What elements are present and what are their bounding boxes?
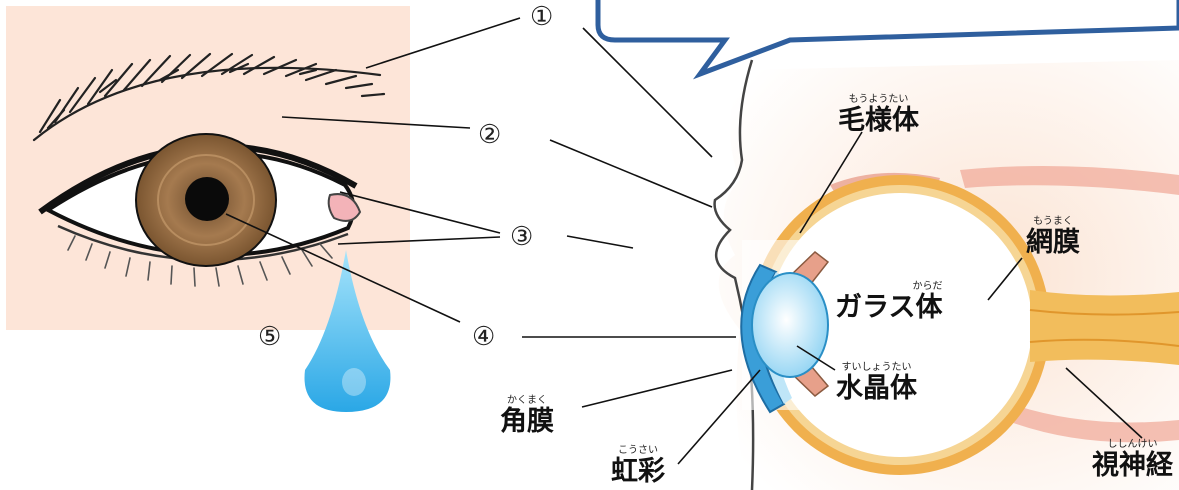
- leader-2-profile: [550, 140, 712, 207]
- text-iris: 虹彩: [611, 458, 665, 485]
- label-retina: もうまく 網膜: [1026, 217, 1080, 256]
- label-optic-nerve: ししんけい 視神経: [1092, 440, 1173, 479]
- label-lens: すいしょうたい 水晶体: [836, 363, 917, 402]
- label-cornea: かくまく 角膜: [500, 396, 554, 435]
- label-vitreous-body: からだ ガラス体: [835, 282, 942, 321]
- pupil: [185, 177, 229, 221]
- tear-highlight: [342, 368, 366, 396]
- text-vitreous-body: ガラス体: [835, 294, 942, 321]
- text-ciliary-body: 毛様体: [838, 107, 919, 134]
- leader-1-brow-profile: [583, 28, 712, 157]
- text-optic-nerve: 視神経: [1092, 452, 1173, 479]
- text-retina: 網膜: [1026, 229, 1080, 256]
- ruby-vitreous-body: からだ: [835, 282, 942, 292]
- leader-cornea: [582, 370, 732, 407]
- ruby-optic-nerve: ししんけい: [1092, 440, 1173, 450]
- marker-5: ⑤: [258, 324, 281, 350]
- marker-4: ④: [472, 324, 495, 350]
- ruby-ciliary-body: もうようたい: [838, 95, 919, 105]
- text-lens: 水晶体: [836, 375, 917, 402]
- leader-3-profile: [567, 236, 633, 248]
- label-iris: こうさい 虹彩: [611, 446, 665, 485]
- ruby-lens: すいしょうたい: [836, 363, 917, 373]
- ruby-retina: もうまく: [1026, 217, 1080, 227]
- optic-nerve: [1030, 290, 1179, 365]
- marker-1: ①: [530, 4, 553, 30]
- text-cornea: 角膜: [500, 408, 554, 435]
- lens: [752, 273, 828, 377]
- marker-3: ③: [510, 224, 533, 250]
- marker-2: ②: [478, 122, 501, 148]
- ruby-iris: こうさい: [611, 446, 665, 456]
- label-ciliary-body: もうようたい 毛様体: [838, 95, 919, 134]
- ruby-cornea: かくまく: [500, 396, 554, 406]
